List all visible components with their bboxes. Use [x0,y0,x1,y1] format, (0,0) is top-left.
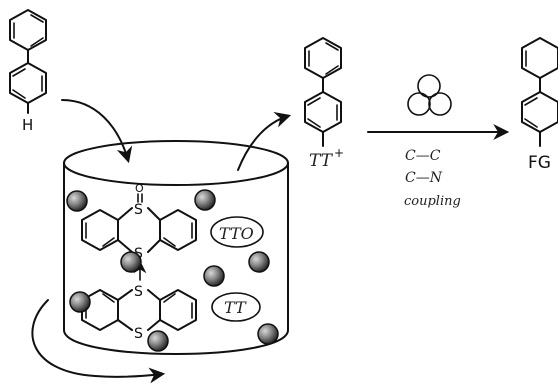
reaction-conditions: C—C C—N coupling [367,74,510,209]
grinding-ball-icon [194,189,216,211]
grinding-ball-icon [248,251,270,273]
fg-label: FG [528,153,551,173]
grinding-ball-icon [66,190,88,212]
thianthrene-structure: S S [81,284,197,342]
functionalized-product-structure: FG [521,37,558,173]
grinding-ball-icon [120,251,142,273]
three-circles-icon [407,74,452,116]
sulfur-oxide-label: S [134,202,143,218]
grinding-balls [66,189,279,352]
tto-label: TTO [219,224,254,243]
coupling-label: coupling [404,194,461,209]
tto-bubble [210,216,264,248]
cc-label: C—C [405,148,441,164]
rotation-arrow [31,299,166,383]
grinding-ball-icon [147,330,169,352]
grinding-ball-icon [257,323,279,345]
thianthrene-oxide-structure: S O S [81,182,197,262]
sulfur-bottom-label: S [134,326,143,342]
grinding-ball-icon [69,291,91,313]
grinding-ball-icon [203,265,225,287]
sulfur-bridge-label: S [134,246,143,262]
output-arrow [237,112,292,171]
milling-vessel [63,140,289,355]
tt-bubble [211,292,261,322]
tt-plus-label: TT [309,151,334,171]
aryl-thianthrenium-structure: TT + [304,37,344,171]
tt-label: TT [224,298,247,317]
tt-plus-charge: + [334,146,344,160]
sulfur-mid-label: S [134,284,143,300]
cn-label: C—N [405,170,443,186]
oxygen-label: O [135,182,144,195]
input-arrow [61,99,133,164]
hydrogen-label: H [22,116,33,134]
biphenyl-starting-material: H [9,9,47,134]
